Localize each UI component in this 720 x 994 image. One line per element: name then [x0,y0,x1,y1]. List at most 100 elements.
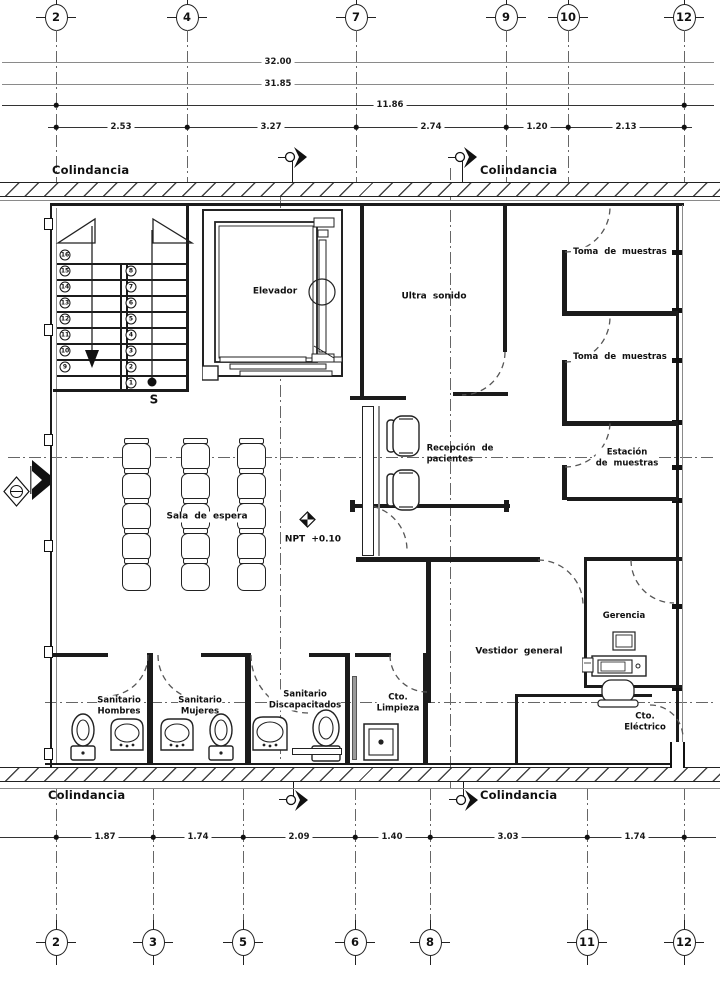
stair-tread [57,311,186,313]
gridline [153,788,155,920]
step-number: 12 [59,313,71,325]
room-label-sampling-1: Toma de muestras [573,246,667,258]
room-label-station: Estación de muestras [595,447,659,469]
room-label-line: Estación [606,447,648,458]
grid-label: 11 [575,928,599,956]
management-desk-set [582,631,647,708]
dim-value: 1.74 [184,832,212,842]
dim-value: 3.27 [257,122,285,132]
grab-bar [292,748,342,755]
dim-node [565,124,571,130]
window-mullion [672,250,682,255]
wall [504,500,509,512]
room-label-line: Hombres [97,706,141,716]
office-chair [386,415,420,457]
column-marker [44,646,53,658]
section-marker-tail [292,158,294,184]
section-marker-tail [293,767,295,799]
grid-bubble: 3 [133,919,173,965]
grid-label: 8 [418,928,442,956]
centerline [8,457,714,459]
wall [567,497,678,501]
gridline [243,788,245,920]
step-number: 14 [59,281,71,293]
room-label-line: de muestras [595,458,659,468]
dim-value: 2.53 [107,122,135,132]
npt-level-label: NPT +0.10 [284,534,342,545]
room-label-line: Sanitario [178,695,222,706]
room-label-ultrasound: Ultra sonido [401,291,467,302]
step-number: 9 [59,361,71,373]
wall [515,694,652,697]
column-marker [44,748,53,760]
level-marker-icon [299,511,316,528]
waiting-chair [122,468,151,501]
wall [201,653,251,657]
section-marker-icon [455,790,478,811]
stair-stringer [126,263,128,391]
door-leaf [352,676,357,760]
waiting-chair [122,558,151,591]
window-mullion [672,308,682,313]
grid-bubble: 12 [664,919,704,965]
waiting-chair [237,438,266,471]
grid-label: 6 [343,928,367,956]
step-number: 5 [125,313,137,325]
reception-desk [362,406,374,556]
section-marker-icon [454,147,477,168]
dim-value: 32.00 [261,57,295,67]
wall [515,694,518,764]
stair-start-label: S [149,392,159,407]
wall [309,653,347,657]
wall [245,653,251,765]
step-number: 4 [125,329,137,341]
room-label-line: pacientes [426,454,474,464]
room-label-line: Sanitario [283,689,327,700]
section-marker-tail [463,767,465,799]
dim-value: 1.20 [523,122,551,132]
dim-node [53,124,59,130]
dim-node [150,834,156,840]
dim-node [681,102,687,108]
waiting-chair [237,558,266,591]
detail-callout-icon [3,476,30,507]
waiting-chair [237,528,266,561]
wall [503,203,507,352]
dim-node [352,834,358,840]
wall [562,311,678,316]
sink [110,718,144,751]
dim-value: 11.86 [373,100,407,110]
sink [160,718,194,751]
step-number: 7 [125,281,137,293]
dim-node [681,124,687,130]
dim-value: 1.40 [378,832,406,842]
section-line [450,168,452,790]
stair-arrows [55,217,195,387]
section-marker-tail [462,158,464,184]
room-label-line: Discapacitados [268,700,342,710]
dim-node [584,834,590,840]
dim-node [503,124,509,130]
wall [584,557,587,688]
grid-label: 2 [44,3,68,31]
dim-node [53,834,59,840]
stair-tread [57,343,186,345]
stair-tread [57,327,186,329]
room-label-line: Eléctrico [624,722,666,732]
colindancia-label: Colindancia [52,163,130,177]
office-chair [386,469,420,511]
stair-tread [57,359,186,361]
wall [345,653,350,765]
grid-bubble: 6 [335,919,375,965]
column-marker [44,218,53,230]
step-number: 3 [125,345,137,357]
window-line [682,205,684,763]
utility-sink [363,723,399,761]
step-number: 1 [125,377,137,389]
dim-node [240,834,246,840]
reception-counter-line [378,406,380,556]
room-label-sampling-2: Toma de muestras [573,351,667,363]
grid-label: 4 [175,3,199,31]
gridline [56,788,58,920]
grid-bubble: 11 [567,919,607,965]
